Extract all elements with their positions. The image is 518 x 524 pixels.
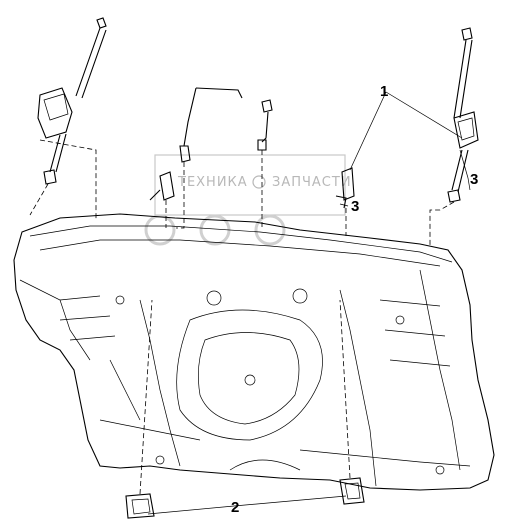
belt-buckle-right-small (335, 167, 355, 236)
watermark-logo-icon (252, 175, 266, 189)
callout-1: 1 (380, 83, 388, 100)
watermark-text-left: ТЕХНИКА (177, 175, 248, 190)
belt-anchor-right (339, 299, 365, 505)
belt-buckle-center-right (257, 99, 273, 228)
floor-panel (13, 213, 495, 491)
belt-retractor-right (429, 27, 479, 246)
leader-lines (147, 91, 471, 515)
callout-3-center: 3 (351, 198, 359, 215)
watermark: ТЕХНИКА ЗАПЧАСТИ (144, 154, 352, 246)
belt-retractor-left (29, 17, 107, 220)
callout-3-right: 3 (470, 171, 478, 188)
watermark-text-right: ЗАПЧАСТИ (272, 175, 352, 190)
callout-2: 2 (231, 499, 239, 516)
belt-buckle-center-left (149, 87, 243, 229)
belt-anchor-left (125, 299, 155, 519)
